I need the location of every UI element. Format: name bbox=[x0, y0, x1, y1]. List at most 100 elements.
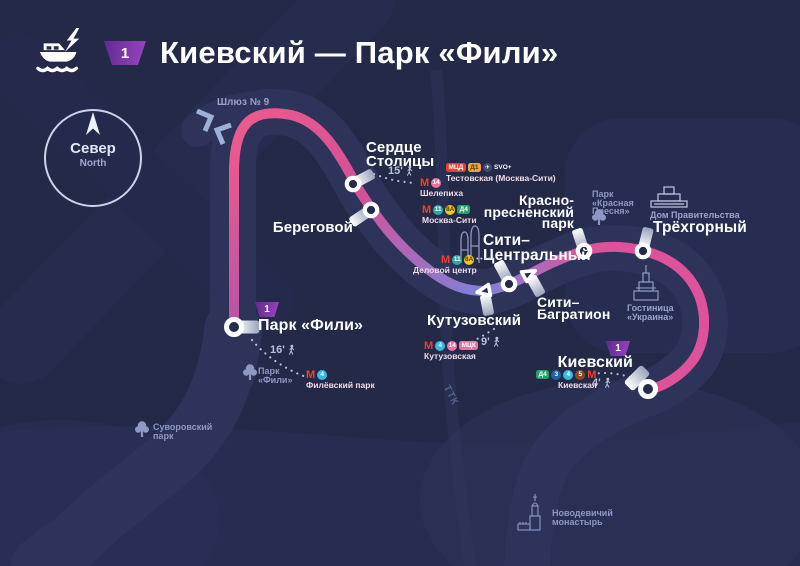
walk-time-kutuzovsky: 9' bbox=[481, 336, 501, 348]
landmark-novodevichy: Новодевичий монастырь bbox=[552, 508, 613, 527]
transfer-station-name: Деловой центр bbox=[413, 265, 477, 275]
svo-label: SVO+ bbox=[494, 164, 512, 171]
lock-label: Шлюз № 9 bbox=[217, 97, 270, 108]
d4-badge: Д4 bbox=[536, 370, 550, 379]
transfer-station-name: Тестовская (Москва-Сити) bbox=[446, 173, 556, 183]
route-badge-kievsky: 1 bbox=[606, 341, 630, 356]
walking-person-icon bbox=[406, 165, 413, 176]
line-4-badge: 4 bbox=[435, 340, 446, 351]
stop-label-kutuzovsky: Кутузовский bbox=[427, 312, 522, 329]
d1-badge: Д1 bbox=[467, 163, 482, 172]
metro-logo: М bbox=[422, 203, 432, 216]
metro-logo: М bbox=[424, 339, 434, 352]
compass: Север North bbox=[44, 109, 142, 207]
transfer-station-name: Киевская bbox=[558, 380, 597, 390]
route-badge-park-fili: 1 bbox=[255, 302, 279, 317]
stop-label-city-bagration: Сити– Багратион bbox=[537, 294, 611, 322]
transfer-testovskaya: МЦД Д1 ✈ SVO+ Тестовская (Москва-Сити) bbox=[446, 162, 556, 183]
stop-label-kievsky: Киевский bbox=[557, 354, 633, 371]
walking-person-icon bbox=[493, 336, 499, 347]
line-4-badge: 4 bbox=[317, 369, 328, 380]
hotel-ukraina-icon bbox=[633, 265, 659, 301]
transfer-kievskaya: Д4 3 4 5 М Киевская bbox=[536, 369, 597, 390]
line-14-badge: 14 bbox=[447, 340, 458, 351]
stop-marker-beregovoy bbox=[362, 201, 380, 219]
line-4-badge: 4 bbox=[563, 369, 574, 380]
transfer-station-name: Филёвский парк bbox=[306, 380, 375, 390]
page-title: Киевский — Парк «Фили» bbox=[160, 35, 559, 70]
stop-marker-trekhgorny bbox=[634, 242, 652, 260]
landmark-suvorovsky-park: Суворовский парк bbox=[153, 422, 213, 441]
terminal-marker-park-fili bbox=[224, 317, 244, 337]
metro-logo: М bbox=[420, 176, 430, 189]
pier-tab-city-bagration bbox=[526, 275, 546, 297]
header: 1 Киевский — Парк «Фили» bbox=[32, 28, 558, 78]
tree-icon-krasnaya-presnya bbox=[592, 209, 606, 225]
stop-label-trekhgorny: Трёхгорный bbox=[653, 219, 747, 236]
line-5-badge: 5 bbox=[575, 369, 586, 380]
d4-badge: Д4 bbox=[457, 205, 471, 214]
walking-person-icon bbox=[604, 377, 610, 388]
route-number-badge: 1 bbox=[104, 41, 146, 65]
airport-plane-icon: ✈ bbox=[483, 163, 493, 172]
pier-tab-kievsky bbox=[624, 365, 650, 391]
transfer-station-name: Москва-Сити bbox=[422, 215, 477, 225]
city-towers-icon bbox=[460, 225, 480, 263]
line-11-badge: 11 bbox=[452, 254, 463, 265]
walk-time-park-fili: 16' bbox=[270, 344, 296, 356]
terminal-marker-kievsky bbox=[638, 379, 658, 399]
stop-label-beregovoy: Береговой bbox=[272, 219, 353, 236]
stop-marker-serdtse bbox=[344, 175, 362, 193]
transfer-delovoy-tsentr: М 11 8А ••••• Деловой центр bbox=[413, 254, 496, 275]
north-arrow-icon bbox=[86, 112, 100, 135]
metro-logo: М bbox=[306, 368, 316, 381]
electric-boat-logo bbox=[36, 28, 80, 73]
stop-label-serdtse: Сердце Столицы bbox=[366, 139, 435, 170]
pier-tab-kutuzovsky bbox=[480, 294, 494, 316]
walk-time-kievsky: 4' bbox=[592, 377, 612, 389]
landmark-krasnaya-presnya: Парк «Красная Пресня» bbox=[592, 189, 634, 216]
transfer-kutuzovskaya: М 4 14 МЦК Кутузовская bbox=[424, 339, 479, 361]
landmark-dom-pravitelstva: Дом Правительства bbox=[650, 210, 740, 220]
walk-link-kievsky-kievskaya bbox=[592, 371, 632, 379]
tree-icon-park-fili bbox=[243, 364, 257, 380]
walk-dots: ••••• bbox=[476, 256, 496, 263]
stop-marker-city-central bbox=[500, 275, 518, 293]
transfer-station-name: Кутузовская bbox=[424, 351, 476, 361]
stop-marker-city-bagration-arrow bbox=[519, 268, 537, 284]
lock-gates-icon bbox=[196, 108, 232, 145]
walking-dotted-links bbox=[250, 172, 632, 379]
transfer-moskva-city: М 11 8А Д4 Москва-Сити bbox=[422, 204, 477, 225]
landmark-park-fili-green: Парк «Фили» bbox=[258, 366, 293, 385]
line-8a-badge: 8А bbox=[445, 204, 456, 215]
stop-marker-kutuzovsky-arrow bbox=[475, 282, 493, 298]
stop-label-krasnopresnensky: Красно- пресненский парк bbox=[483, 192, 574, 231]
walk-time-serdtse: 15' bbox=[388, 165, 414, 177]
ttk-road bbox=[430, 69, 476, 566]
metro-logo: М bbox=[587, 368, 597, 381]
tree-icon-suvorovsky bbox=[135, 421, 149, 437]
compass-label-en: North bbox=[79, 158, 107, 169]
metro-logo: М bbox=[441, 253, 451, 266]
government-house-icon bbox=[650, 186, 688, 208]
line-14-badge: 14 bbox=[431, 177, 442, 188]
line-3-badge: 3 bbox=[551, 369, 562, 380]
stop-label-park-fili: Парк «Фили» bbox=[258, 317, 364, 334]
stop-label-city-central: Сити– Центральный bbox=[483, 232, 591, 264]
walk-link-fili-filyovsky bbox=[250, 338, 308, 379]
transfer-shelepikha: М 14 Шелепиха bbox=[420, 177, 463, 198]
novodevichy-icon bbox=[517, 494, 541, 531]
compass-label-ru: Север bbox=[70, 140, 116, 157]
transfer-filyovsky-park: М 4 Филёвский парк bbox=[306, 369, 375, 390]
transfer-station-name: Шелепиха bbox=[420, 188, 464, 198]
mck-badge: МЦК bbox=[459, 341, 479, 350]
landmark-gostinitsa-ukraina: Гостиница «Украина» bbox=[627, 303, 674, 322]
mcd-badge: МЦД bbox=[446, 163, 466, 172]
line-11-badge: 11 bbox=[433, 204, 444, 215]
walking-person-icon bbox=[288, 344, 295, 355]
walk-link-serdtse-shelepikha bbox=[372, 172, 416, 185]
pier-tabs bbox=[236, 169, 654, 391]
stop-markers bbox=[224, 175, 658, 399]
